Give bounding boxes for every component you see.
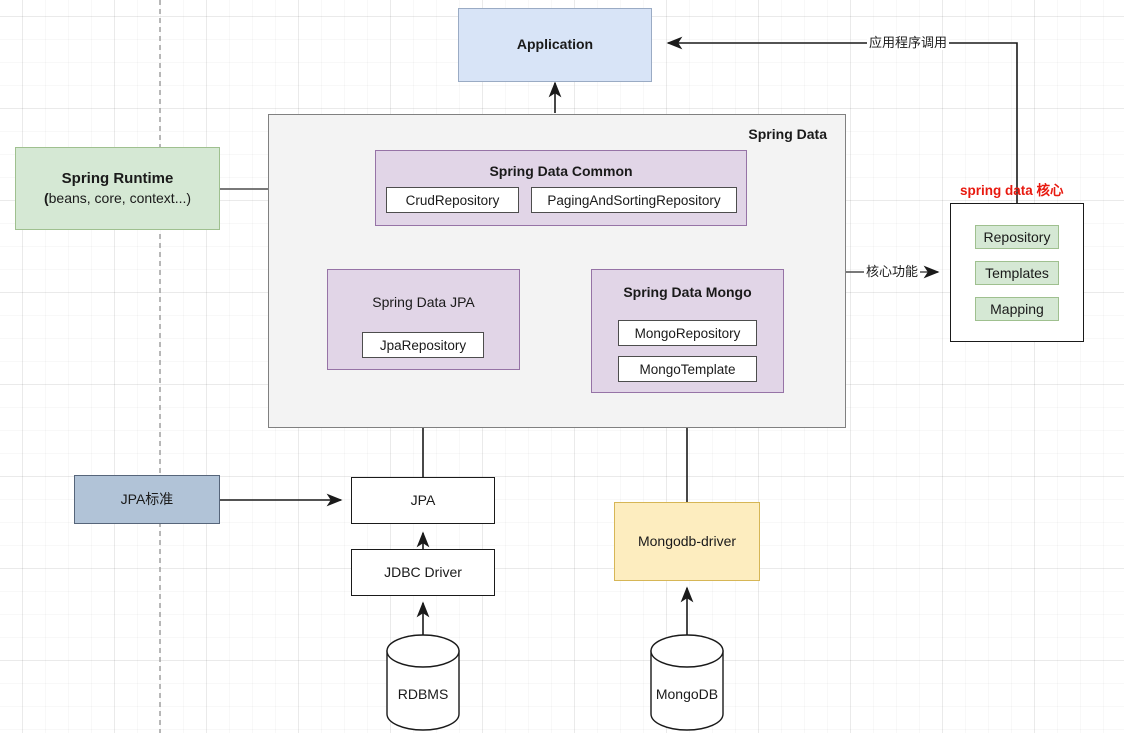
core-item-mapping-label: Mapping (990, 301, 1044, 317)
rdbms-cylinder (386, 634, 460, 731)
spring-runtime-title: Spring Runtime (61, 169, 174, 187)
jpa-box[interactable]: JPA (351, 477, 495, 524)
jpa-standard-box[interactable]: JPA标准 (74, 475, 220, 524)
edge-label-app-invoke: 应用程序调用 (867, 35, 950, 50)
core-item-templates[interactable]: Templates (975, 261, 1059, 285)
core-panel-caption-text: spring data 核心 (960, 183, 1064, 198)
core-item-repository-label: Repository (983, 229, 1051, 245)
spring-data-mongo-title: Spring Data Mongo (623, 284, 752, 300)
spring-runtime-paren: ( (43, 190, 49, 207)
rdbms-label: RDBMS (387, 686, 459, 702)
chip-mongo-repository-label: MongoRepository (634, 325, 741, 341)
edge-label-app-invoke-text: 应用程序调用 (869, 35, 948, 50)
chip-paging-and-sorting-repository-label: PagingAndSortingRepository (547, 192, 721, 208)
chip-crud-repository-label: CrudRepository (405, 192, 500, 208)
mongodb-cylinder (650, 634, 724, 731)
spring-runtime-box[interactable]: Spring Runtime (beans, core, context...) (15, 147, 220, 230)
chip-mongo-template[interactable]: MongoTemplate (618, 356, 757, 382)
edge-label-core-features-text: 核心功能 (866, 264, 919, 279)
spring-data-jpa-title: Spring Data JPA (372, 294, 475, 310)
jpa-label: JPA (410, 491, 436, 508)
application-label: Application (516, 36, 594, 53)
application-box[interactable]: Application (458, 8, 652, 82)
edge-label-core-features: 核心功能 (864, 264, 921, 279)
jdbc-driver-label: JDBC Driver (384, 563, 462, 580)
mongodb-label: MongoDB (651, 686, 723, 702)
core-item-repository[interactable]: Repository (975, 225, 1059, 249)
chip-jpa-repository-label: JpaRepository (379, 337, 467, 353)
jdbc-driver-box[interactable]: JDBC Driver (351, 549, 495, 596)
spring-runtime-subtitle: (beans, core, context...) (44, 190, 191, 208)
spring-data-common-title: Spring Data Common (489, 163, 633, 179)
chip-mongo-repository[interactable]: MongoRepository (618, 320, 757, 346)
chip-mongo-template-label: MongoTemplate (639, 361, 736, 377)
mongodb-driver-box[interactable]: Mongodb-driver (614, 502, 760, 581)
core-item-mapping[interactable]: Mapping (975, 297, 1059, 321)
mongodb-driver-label: Mongodb-driver (637, 532, 737, 549)
core-item-templates-label: Templates (985, 265, 1049, 281)
jpa-standard-label: JPA标准 (120, 490, 174, 507)
mongodb-label-text: MongoDB (655, 686, 719, 702)
rdbms-label-text: RDBMS (397, 686, 449, 702)
chip-jpa-repository[interactable]: JpaRepository (362, 332, 484, 358)
chip-crud-repository[interactable]: CrudRepository (386, 187, 519, 213)
spring-data-container-label: Spring Data (748, 126, 827, 142)
core-panel-caption: spring data 核心 (960, 179, 1064, 199)
spring-runtime-subtitle-text: beans, core, context...) (48, 190, 192, 207)
chip-paging-and-sorting-repository[interactable]: PagingAndSortingRepository (531, 187, 737, 213)
